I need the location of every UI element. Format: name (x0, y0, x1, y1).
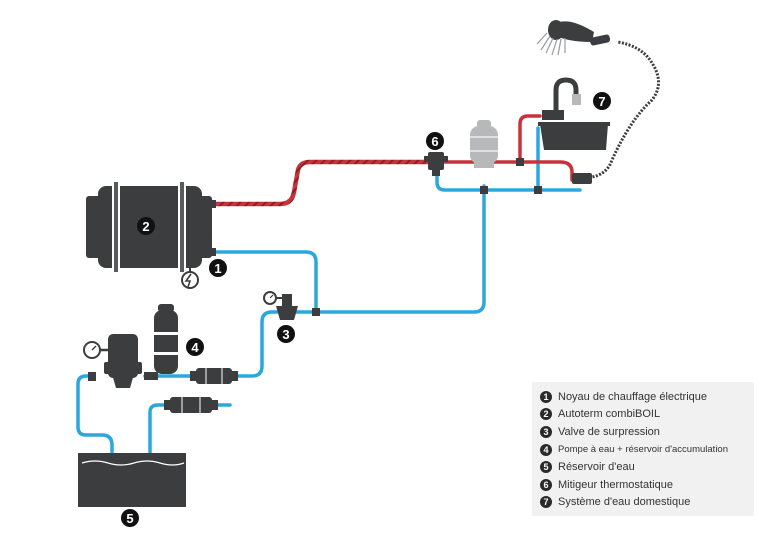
legend-item: 2 Autoterm combiBOIL (540, 406, 748, 424)
cold-pipe-return-to-tank (148, 403, 168, 457)
shower-head-icon (536, 20, 611, 56)
pressure-relief-valve (263, 291, 298, 320)
legend-item: 7 Système d'eau domestique (540, 494, 748, 512)
thermostatic-mixer (424, 152, 448, 176)
marker-3-bg (277, 325, 295, 343)
hot-pipe-boiler-to-mixer (207, 159, 433, 207)
marker-5: 5 (126, 511, 133, 526)
legend-item: 3 Valve de surpression (540, 423, 748, 441)
marker-6-bg (426, 132, 444, 150)
pipe-tees (88, 158, 542, 381)
legend-number: 4 (540, 443, 552, 456)
marker-3: 3 (282, 327, 289, 342)
marker-7: 7 (598, 94, 605, 109)
legend-label: Valve de surpression (558, 425, 660, 438)
inline-filter-return (164, 397, 218, 413)
legend-label: Réservoir d'eau (558, 461, 635, 474)
expansion-vessel (470, 120, 498, 168)
marker-4: 4 (191, 340, 199, 355)
marker-1-bg (209, 259, 227, 277)
cold-pipe-valve-to-main (294, 184, 486, 314)
legend: 1 Noyau de chauffage électrique 2 Autote… (532, 382, 754, 516)
hot-pipe-mixer-to-outlets (442, 160, 582, 182)
cold-water-pipes (76, 126, 582, 457)
legend-number: 6 (540, 478, 552, 491)
legend-item: 6 Mitigeur thermostatique (540, 476, 748, 494)
cold-pipe-tank-to-pump (76, 374, 114, 457)
hot-water-pipes (207, 114, 582, 207)
legend-number: 5 (540, 461, 552, 474)
cold-pipe-filter-to-valve (234, 310, 280, 378)
legend-number: 3 (540, 425, 552, 438)
legend-item: 4 Pompe à eau + réservoir d'accumulation (540, 441, 748, 459)
legend-number: 2 (540, 408, 552, 421)
marker-6: 6 (431, 134, 438, 149)
pump-pressure-gauge-icon (83, 341, 108, 359)
marker-4-bg (186, 338, 204, 356)
legend-item: 1 Noyau de chauffage électrique (540, 388, 748, 406)
water-pump-accumulator (104, 304, 178, 388)
legend-item: 5 Réservoir d'eau (540, 458, 748, 476)
hot-pipe-to-sink (518, 114, 542, 164)
electric-heating-core-icon (181, 271, 199, 289)
shower-hose (572, 40, 660, 184)
marker-5-bg (121, 509, 139, 527)
sink-and-faucet (538, 77, 610, 150)
legend-number: 7 (540, 496, 552, 509)
cold-pipe-to-boiler (210, 250, 318, 314)
legend-label: Système d'eau domestique (558, 496, 691, 509)
cold-pipe-to-mixer (435, 168, 582, 192)
marker-2-bg (137, 217, 155, 235)
legend-number: 1 (540, 390, 552, 403)
marker-2: 2 (142, 219, 149, 234)
marker-1: 1 (214, 261, 221, 276)
water-tank (78, 453, 186, 507)
marker-7-bg (593, 92, 611, 110)
legend-label: Mitigeur thermostatique (558, 478, 673, 491)
inline-filter-supply (190, 368, 238, 384)
legend-label: Pompe à eau + réservoir d'accumulation (558, 444, 729, 456)
legend-label: Noyau de chauffage électrique (558, 390, 708, 403)
legend-label: Autoterm combiBOIL (558, 408, 661, 421)
